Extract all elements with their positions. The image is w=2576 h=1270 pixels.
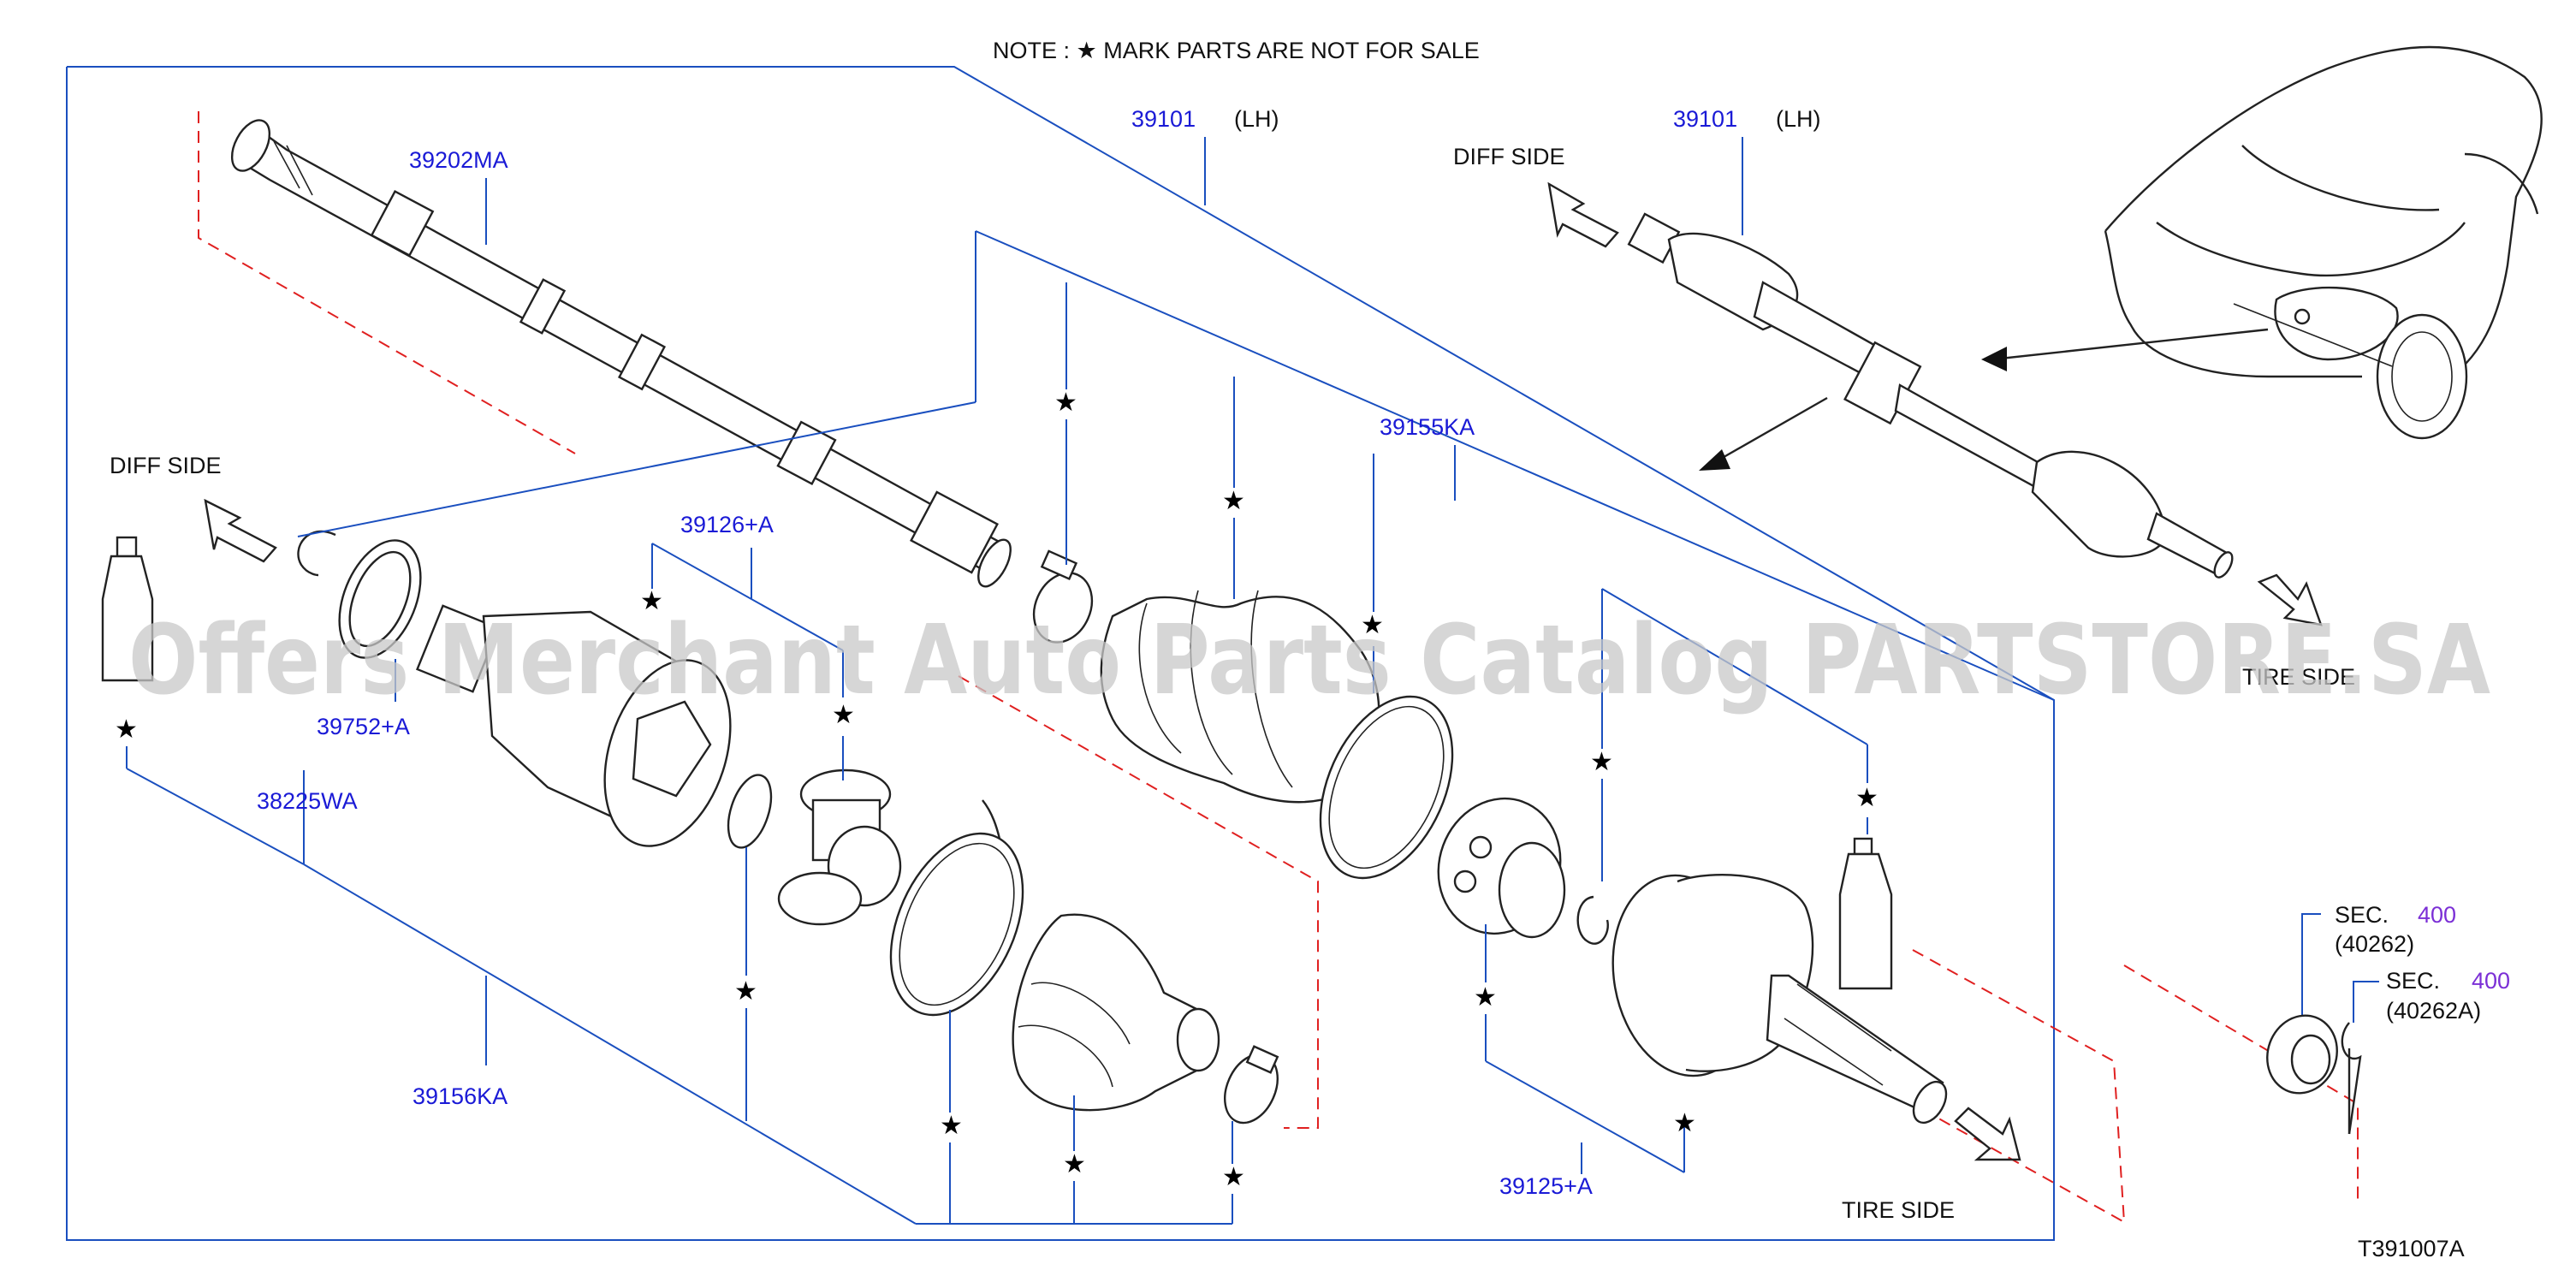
diagram-code: T391007A — [2358, 1236, 2465, 1261]
snap-ring-outer — [297, 530, 336, 577]
tire-side-arrow-right: TIRE SIDE — [2242, 573, 2355, 690]
star-circlip: ★ — [734, 976, 757, 1006]
dashed-guide-tire — [1912, 949, 2126, 1224]
diff-side-arrow-left: DIFF SIDE — [110, 453, 277, 563]
label-39752A[interactable]: 39752+A — [317, 714, 410, 739]
label-39101-lh-overview[interactable]: 39101 (LH) — [1673, 106, 1821, 132]
part-number: 39101 — [1673, 106, 1737, 132]
outer-joint-inner-race — [1437, 797, 1566, 939]
label-38225WA[interactable]: 38225WA — [257, 788, 358, 814]
circlip-outer — [1576, 895, 1609, 945]
star-band-large: ★ — [940, 1111, 963, 1141]
hub-nut — [2266, 1014, 2338, 1095]
part-suffix: (LH) — [1776, 106, 1821, 132]
label-39101-lh-main[interactable]: 39101 (LH) — [1131, 106, 1279, 132]
star-outer-boot: ★ — [1222, 486, 1245, 516]
dashed-guide-shaft — [198, 111, 576, 454]
circlip-inner — [727, 774, 773, 849]
star-outer-band-small: ★ — [1054, 388, 1077, 418]
star-grease-outer: ★ — [1855, 783, 1879, 813]
star-band-small: ★ — [1222, 1162, 1245, 1192]
vehicle-illustration — [2104, 45, 2543, 440]
sec-prefix: SEC. — [2335, 902, 2389, 928]
tire-side-label-right: TIRE SIDE — [2242, 664, 2355, 690]
label-39126A[interactable]: 39126+A — [680, 512, 774, 537]
grease-tube — [101, 536, 154, 682]
tripod-joint — [777, 769, 902, 926]
star-tripod: ★ — [832, 700, 855, 730]
sec-400-nut[interactable]: SEC. 400 (40262) — [2335, 902, 2456, 957]
label-39202MA[interactable]: 39202MA — [409, 147, 508, 173]
sec-ref: (40262) — [2335, 931, 2414, 957]
star-inner-race: ★ — [1474, 982, 1497, 1012]
note-text: NOTE : ★ MARK PARTS ARE NOT FOR SALE — [993, 38, 1480, 63]
star-plug: ★ — [115, 715, 138, 745]
inner-joint-housing — [416, 604, 732, 847]
cotter-pin — [2341, 1022, 2362, 1135]
boot-band-small-outer — [1032, 549, 1094, 644]
grease-tube-outer — [1838, 837, 1893, 990]
diff-side-label-left: DIFF SIDE — [110, 453, 222, 478]
sec-prefix: SEC. — [2386, 968, 2440, 994]
inner-boot — [1012, 913, 1220, 1112]
tire-side-arrow-bottom: TIRE SIDE — [1842, 1107, 2021, 1223]
label-39155KA[interactable]: 39155KA — [1380, 414, 1475, 440]
sec-ref: (40262A) — [2386, 998, 2481, 1024]
group-frame — [66, 66, 2055, 1241]
diff-side-label-top: DIFF SIDE — [1453, 144, 1565, 169]
outer-joint-housing — [1611, 874, 1948, 1125]
boot-band-large-inner — [889, 832, 1024, 1017]
sec-400-pin[interactable]: SEC. 400 (40262A) — [2386, 968, 2510, 1024]
part-suffix: (LH) — [1234, 106, 1279, 132]
overview-arrow-2 — [1706, 396, 1828, 468]
watermark: Offers Merchant Auto Parts Catalog PARTS… — [128, 605, 2490, 716]
drive-shaft-39202MA[interactable] — [224, 114, 1017, 591]
star-boot-inner: ★ — [1063, 1149, 1086, 1179]
assembled-drive-shaft — [1627, 212, 2234, 579]
dashed-guide-sec — [2123, 964, 2359, 1205]
sec-number: 400 — [2418, 902, 2456, 928]
diff-side-arrow-top: DIFF SIDE — [1453, 144, 1619, 248]
label-39125A[interactable]: 39125+A — [1499, 1173, 1593, 1199]
star-outer-housing: ★ — [1673, 1108, 1696, 1138]
sec-number: 400 — [2472, 968, 2510, 994]
star-outer-band-large: ★ — [1361, 610, 1384, 640]
star-39126: ★ — [640, 586, 663, 616]
tire-side-label-bottom: TIRE SIDE — [1842, 1197, 1955, 1223]
part-number: 39101 — [1131, 106, 1196, 132]
label-39156KA[interactable]: 39156KA — [413, 1083, 507, 1109]
seal-ring-39752A[interactable] — [323, 529, 436, 670]
overview-arrow-1 — [1991, 328, 2269, 361]
boot-band-large-outer — [1319, 695, 1454, 880]
star-circlip-outer: ★ — [1590, 747, 1613, 777]
dashed-guide-inner — [958, 675, 1319, 1129]
boot-band-small-inner — [1224, 1045, 1279, 1125]
